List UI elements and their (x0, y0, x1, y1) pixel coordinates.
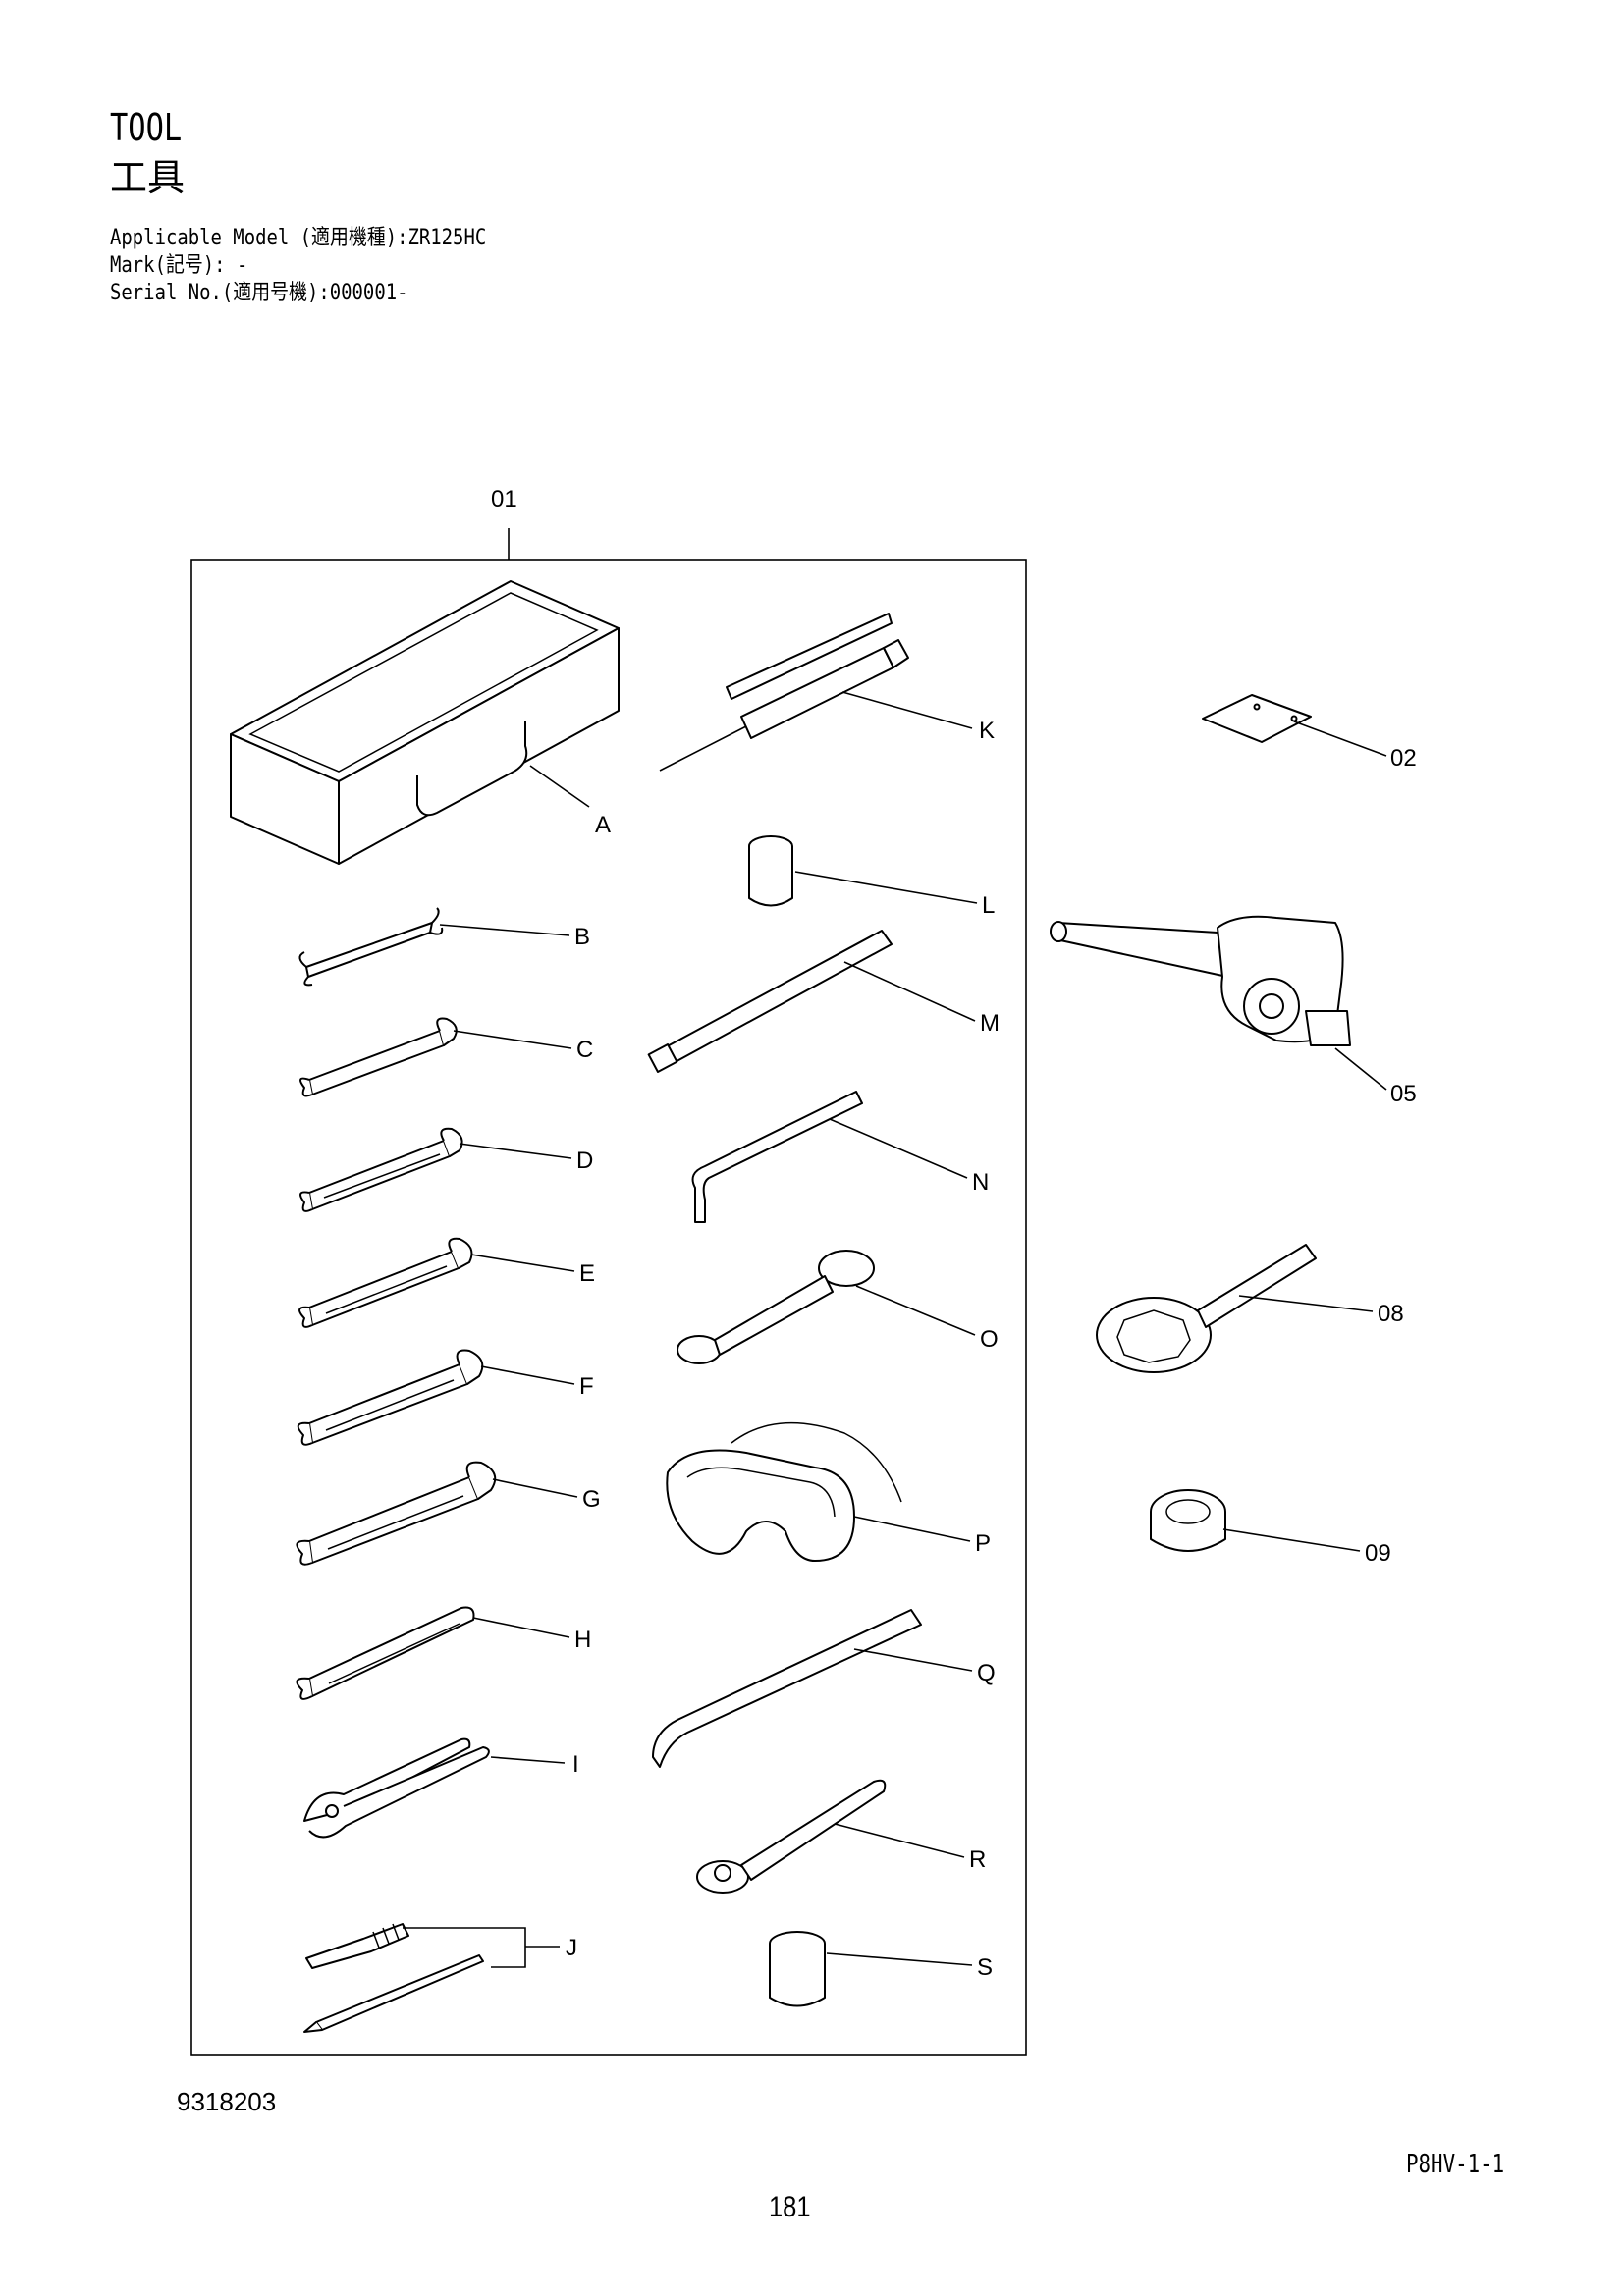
blower-part (1050, 915, 1351, 1046)
callout-E: E (579, 1260, 595, 1287)
callout-G: G (582, 1486, 601, 1513)
leader-K (841, 691, 973, 729)
callout-D: D (576, 1148, 593, 1174)
callout-N: N (972, 1169, 989, 1196)
leader-Q (853, 1648, 973, 1672)
wrench-G (296, 1461, 497, 1566)
callout-F: F (579, 1373, 594, 1400)
applicable-model: Applicable Model (適用機種):ZR125HC (110, 226, 487, 250)
callout-08: 08 (1378, 1301, 1404, 1327)
socket-S-part (769, 1931, 826, 2007)
leader-N (829, 1118, 968, 1179)
callout-C: C (576, 1037, 593, 1063)
wrench-D (299, 1127, 463, 1212)
callout-H: H (574, 1627, 591, 1653)
leader-L (794, 871, 978, 904)
filter-wrench-part (1096, 1244, 1317, 1373)
leader-B (439, 924, 570, 936)
leader-09 (1222, 1528, 1361, 1552)
leader-C (453, 1030, 572, 1049)
callout-A: A (595, 812, 611, 838)
page-code: P8HV-1-1 (1406, 2150, 1505, 2179)
leader-R (834, 1823, 965, 1858)
callout-I: I (572, 1751, 579, 1778)
leader-F (480, 1365, 575, 1385)
socket-L-part (748, 835, 793, 907)
callout-R: R (969, 1846, 986, 1873)
wrench-F (297, 1349, 484, 1446)
leader-D (459, 1143, 572, 1159)
callout-K: K (979, 718, 995, 744)
callout-P: P (975, 1530, 991, 1557)
leader-05 (1334, 1047, 1387, 1091)
kit-frame (190, 559, 1027, 2056)
wrench-C (299, 1017, 458, 1097)
callout-02: 02 (1390, 745, 1417, 772)
callout-L: L (982, 892, 995, 919)
leader-02 (1293, 721, 1387, 757)
goggles-part (666, 1421, 902, 1562)
l-wrench-part (691, 1091, 863, 1223)
callout-S: S (977, 1954, 993, 1981)
screwdriver-part (303, 1923, 484, 2033)
toolbox-part (230, 580, 620, 865)
callout-05: 05 (1390, 1081, 1417, 1107)
leader-H (472, 1617, 570, 1638)
wrench-B (298, 907, 444, 987)
mark-field: Mark(記号): - (110, 253, 248, 278)
extension-bar-part (647, 930, 893, 1073)
leader-E (470, 1254, 575, 1272)
pliers-part (303, 1737, 490, 1839)
bracket-J (403, 1927, 526, 1968)
drawing-number: 9318203 (177, 2087, 277, 2116)
wrench-E (298, 1237, 473, 1328)
leader-M (843, 961, 976, 1022)
ring-spanner-part (677, 1250, 875, 1364)
callout-O: O (980, 1326, 999, 1353)
callout-Q: Q (977, 1660, 996, 1686)
serial-number: Serial No.(適用号機):000001- (110, 281, 408, 305)
leader-08 (1238, 1295, 1374, 1312)
page-number: 181 (769, 2191, 811, 2223)
leader-S (826, 1952, 973, 1966)
leader-O (855, 1285, 976, 1336)
filter-cap-part (1150, 1489, 1226, 1552)
pry-bar-part (652, 1609, 922, 1768)
plate-part (1202, 694, 1312, 743)
callout-09: 09 (1365, 1540, 1391, 1567)
grease-gun-part (659, 613, 909, 772)
callout-J: J (566, 1935, 577, 1961)
ratchet-part (696, 1779, 887, 1894)
callout-01: 01 (491, 486, 517, 512)
callout-M: M (980, 1010, 1000, 1037)
page-title-ja: 工具 (110, 156, 186, 199)
callout-B: B (574, 924, 590, 950)
wrench-H (296, 1606, 475, 1700)
leader-I (490, 1756, 566, 1764)
leader-A (529, 765, 590, 808)
leader-P (853, 1516, 971, 1542)
page-title-en: TOOL (110, 106, 183, 149)
leader-G (492, 1478, 578, 1498)
